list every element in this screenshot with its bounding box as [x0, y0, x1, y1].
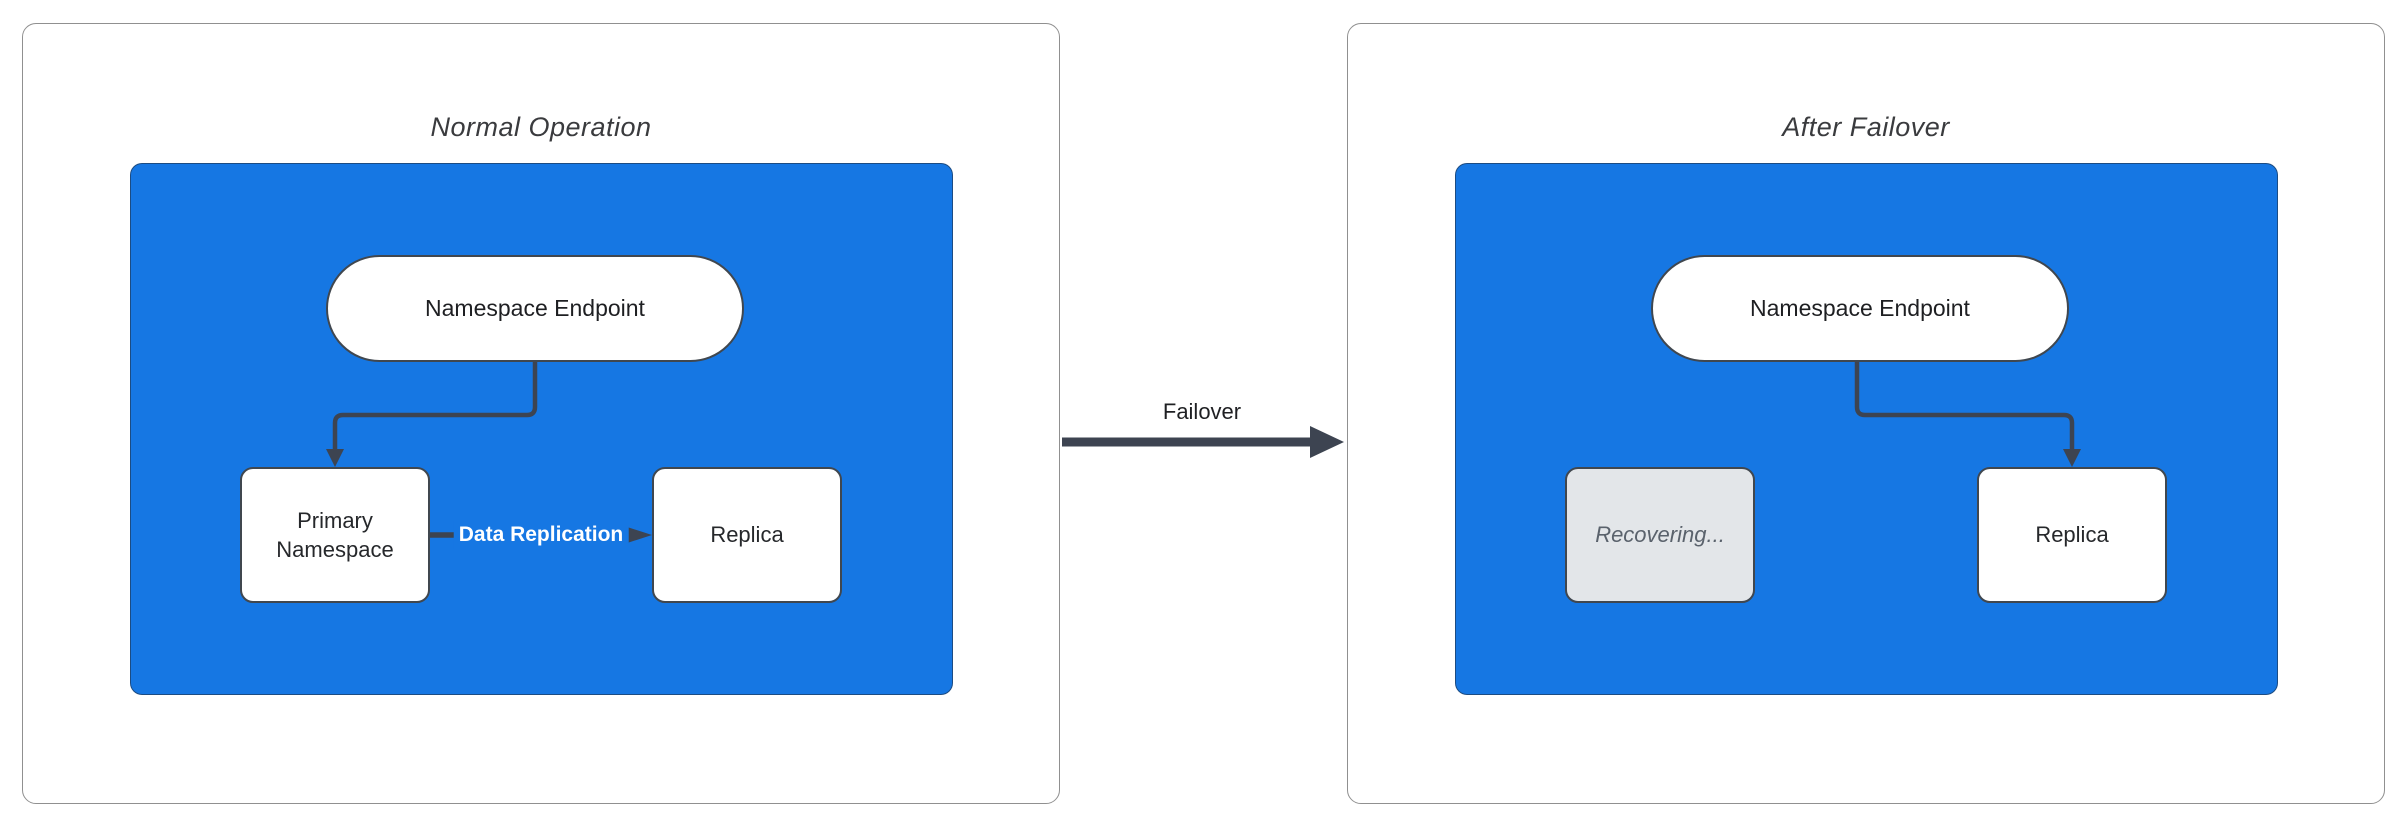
primary-namespace-node: Primary Namespace — [240, 467, 430, 603]
replica-label-left: Replica — [710, 522, 784, 548]
namespace-endpoint-label: Namespace Endpoint — [425, 295, 645, 321]
namespace-endpoint-node-left: Namespace Endpoint — [326, 255, 744, 362]
cluster-container-failover — [1455, 163, 2278, 695]
recovering-node: Recovering... — [1565, 467, 1755, 603]
replica-node-left: Replica — [652, 467, 842, 603]
cluster-container-normal — [130, 163, 953, 695]
primary-namespace-label: Primary Namespace — [276, 507, 394, 562]
namespace-endpoint-label-right: Namespace Endpoint — [1750, 295, 1970, 321]
replica-node-right: Replica — [1977, 467, 2167, 603]
panel-title-normal-operation: Normal Operation — [430, 112, 652, 142]
replica-label-right: Replica — [2035, 522, 2109, 548]
panel-title-after-failover: After Failover — [1782, 112, 1950, 142]
data-replication-label: Data Replication — [453, 521, 629, 549]
recovering-label: Recovering... — [1595, 522, 1725, 548]
namespace-endpoint-node-right: Namespace Endpoint — [1651, 255, 2069, 362]
failover-label: Failover — [1162, 399, 1242, 424]
failover-arrowhead-icon — [1310, 426, 1344, 458]
